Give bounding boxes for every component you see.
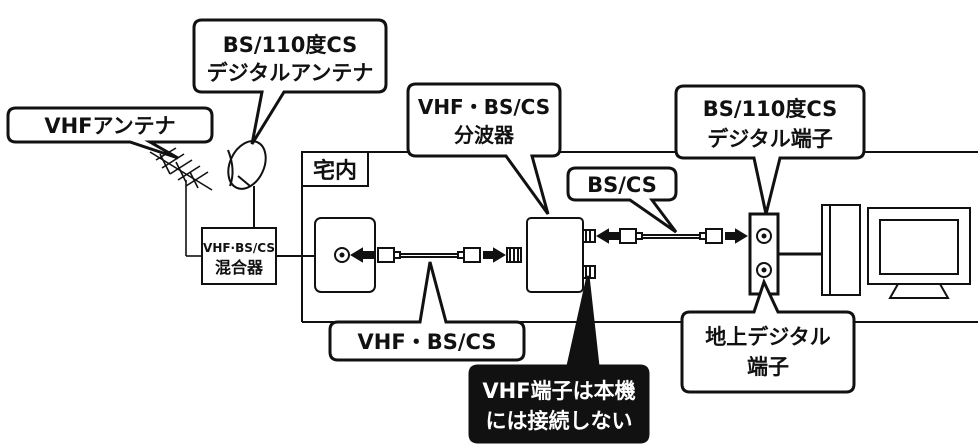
warning-label-line2: には接続しない <box>486 409 633 433</box>
terrestrial-label-line2: 端子 <box>747 355 789 379</box>
warning-callout: VHF端子は本機 には接続しない <box>468 275 650 444</box>
cable-vhf-bs-cs <box>350 247 522 263</box>
splitter-box <box>526 217 596 293</box>
indoor-label: 宅内 <box>313 158 357 184</box>
dish-antenna-icon <box>227 140 267 228</box>
callout-bs-cs-cable: BS/CS <box>566 166 678 234</box>
vhf-antenna-label: VHFアンテナ <box>44 114 175 138</box>
bs-cs-cable-label: BS/CS <box>587 173 657 197</box>
cable-bs-cs <box>596 228 748 244</box>
bs-antenna-label-line1: BS/110度CS <box>223 33 358 57</box>
callout-vhf-bs-cs-cable: VHF・BS/CS <box>328 261 526 362</box>
splitter-label-line1: VHF・BS/CS <box>418 95 550 119</box>
callout-vhf-antenna: VHFアンテナ <box>6 106 214 160</box>
callout-terrestrial-terminal: 地上デジタル 端子 <box>680 277 856 394</box>
mixer-label-line1: VHF·BS/CS <box>203 241 275 255</box>
vhf-antenna-icon <box>149 147 213 256</box>
mixer-label-line2: 混合器 <box>215 258 264 277</box>
bs-terminal-label-line2: デジタル端子 <box>707 127 833 151</box>
tv-monitor-icon <box>821 204 971 299</box>
bs-antenna-label-line2: デジタルアンテナ <box>207 61 374 85</box>
terrestrial-label-line1: 地上デジタル <box>705 325 831 349</box>
callout-bs-antenna: BS/110度CS デジタルアンテナ <box>192 18 388 145</box>
bs-terminal-label-line1: BS/110度CS <box>703 97 838 121</box>
splitter-label-line2: 分波器 <box>454 123 515 147</box>
mixer-box <box>201 227 277 285</box>
warning-label-line1: VHF端子は本機 <box>482 379 635 403</box>
callout-bs-terminal: BS/110度CS デジタル端子 <box>674 84 866 215</box>
callout-splitter: VHF・BS/CS 分波器 <box>406 82 562 215</box>
vhf-bs-cs-cable-label: VHF・BS/CS <box>358 330 497 354</box>
